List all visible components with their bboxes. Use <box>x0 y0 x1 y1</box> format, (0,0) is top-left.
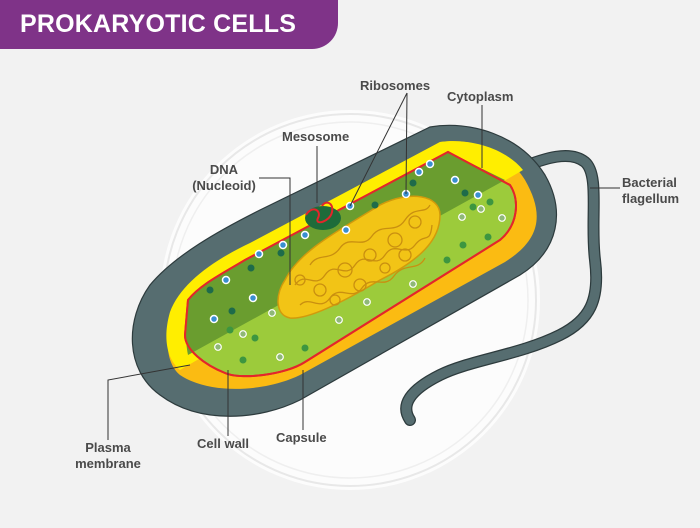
plasma-membrane <box>183 150 517 378</box>
page-title: PROKARYOTIC CELLS <box>20 10 297 38</box>
label-flagellum-line2: flagellum <box>622 191 680 206</box>
label-plasma-membrane: Plasma membrane <box>70 440 146 472</box>
label-plasma-line1: Plasma <box>85 440 131 455</box>
granules-pale <box>214 205 506 361</box>
mesosome <box>305 201 341 230</box>
label-ribosomes: Ribosomes <box>360 78 431 93</box>
label-cell-wall: Cell wall <box>197 436 250 451</box>
label-dna-line2: (Nucleoid) <box>192 178 256 193</box>
granules-light <box>226 198 494 364</box>
label-flagellum-line1: Bacterial <box>622 175 677 190</box>
granules-dark <box>206 179 469 315</box>
label-dna-line1: DNA <box>209 162 239 177</box>
label-mesosome: Mesosome <box>282 129 350 144</box>
leader-lines <box>107 92 620 440</box>
nucleoid-dna <box>277 195 441 319</box>
ribosomes-leader-a <box>349 92 408 207</box>
label-cytoplasm: Cytoplasm <box>447 89 514 104</box>
plasma-membrane-leader <box>107 364 191 440</box>
title-banner: PROKARYOTIC CELLS <box>0 0 338 49</box>
label-plasma-line2: membrane <box>75 456 141 471</box>
label-bacterial-flagellum: Bacterial flagellum <box>622 175 679 207</box>
label-dna: DNA (Nucleoid) <box>184 162 264 194</box>
ribosomes-leader-b <box>405 92 408 195</box>
label-capsule: Capsule <box>276 430 327 445</box>
dna-leader <box>259 177 291 285</box>
ribosomes <box>209 159 483 324</box>
